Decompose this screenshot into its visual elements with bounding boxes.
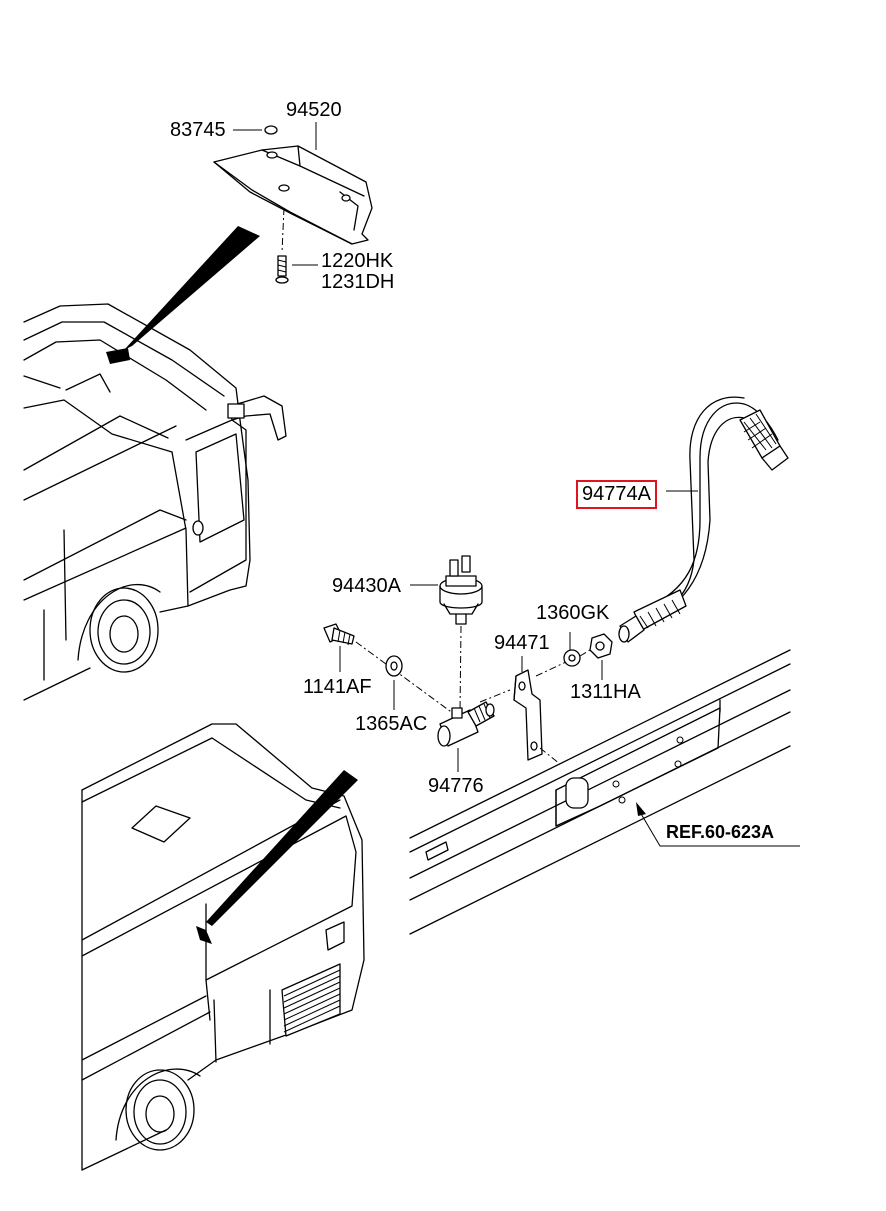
screw-1220HK [275,207,289,284]
frame-rail [409,649,791,935]
vehicle-front-upper [23,303,287,701]
label-94776[interactable]: 94776 [428,775,484,797]
washer-1365AC [385,655,403,677]
label-1141AF[interactable]: 1141AF [303,676,372,698]
bolt-1141AF [323,623,355,646]
sensor-94430A [439,555,483,625]
lamp-housing-94520 [213,145,373,245]
label-1231DH[interactable]: 1231DH [321,271,395,293]
label-1365AC[interactable]: 1365AC [355,713,428,735]
vehicle-rear-lower [81,723,365,1171]
nut-83745 [264,125,278,135]
pointer-wedge-top [124,226,260,350]
label-1360GK[interactable]: 1360GK [536,602,610,624]
label-1220HK[interactable]: 1220HK [321,250,394,272]
label-83745[interactable]: 83745 [170,119,226,141]
switch-94776 [437,701,495,747]
label-1311HA[interactable]: 1311HA [570,681,641,703]
label-94520[interactable]: 94520 [286,99,342,121]
label-94430A[interactable]: 94430A [332,575,401,597]
label-94774A-highlighted[interactable]: 94774A [576,480,657,509]
washer-1360GK [563,649,581,667]
reference-leader [639,811,800,847]
bracket-94471 [513,669,543,761]
hose-94774A [618,396,789,643]
pointer-wedge-bottom [206,770,358,926]
nut-1311HA [589,633,613,659]
label-94471[interactable]: 94471 [494,632,550,654]
reference-label[interactable]: REF.60-623A [666,822,775,842]
